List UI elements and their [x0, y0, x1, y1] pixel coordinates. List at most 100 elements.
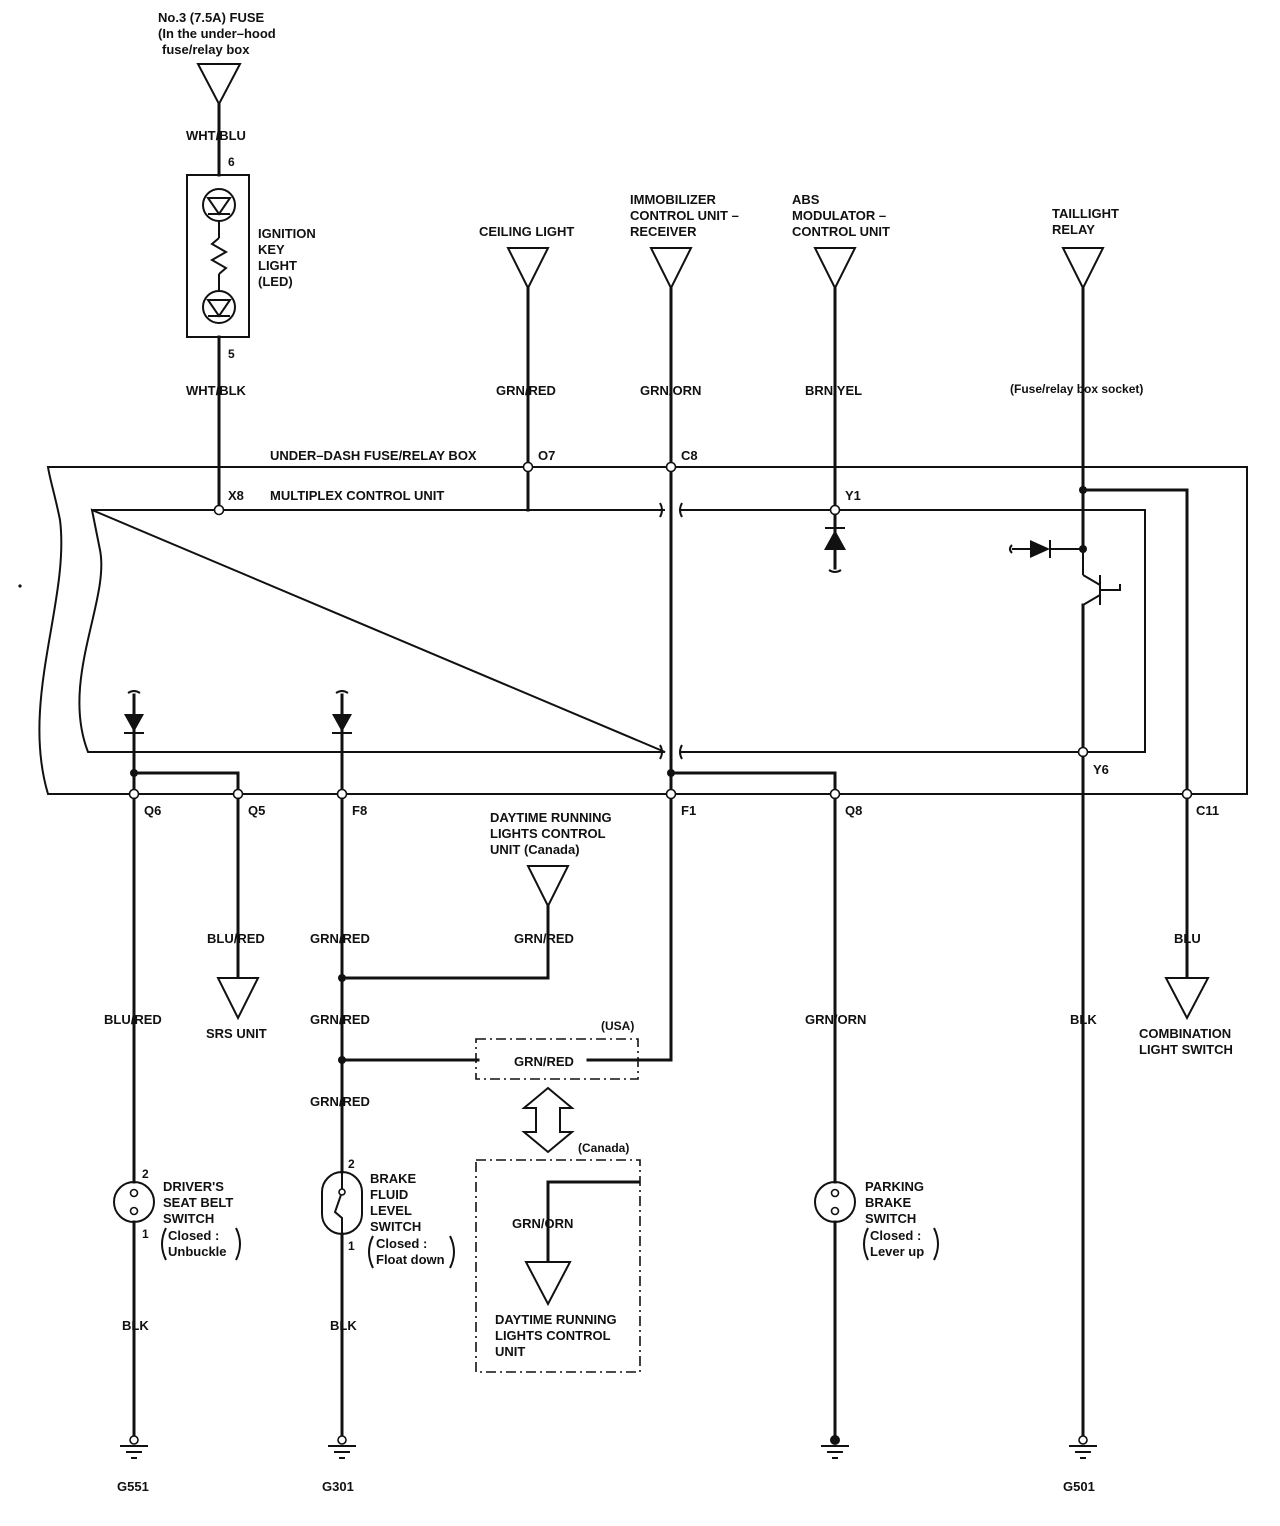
ground-g301-symbol — [328, 1435, 356, 1459]
brake-fluid-label-2: FLUID — [370, 1187, 408, 1202]
seat-belt-state: Unbuckle — [168, 1244, 227, 1259]
drl-canada-connector — [526, 865, 570, 909]
srs-unit-connector — [216, 977, 260, 1021]
terminal-label-x8: X8 — [228, 488, 244, 503]
terminal-c8 — [665, 461, 677, 473]
brake-fluid-pin-1: 1 — [348, 1239, 355, 1253]
wire-label-blk-q6: BLK — [122, 1318, 149, 1333]
terminal-f8 — [336, 788, 348, 800]
brake-fluid-closed: Closed : — [376, 1236, 427, 1251]
ceiling-light-connector — [506, 247, 550, 291]
fuse-relay-box-outline — [38, 466, 1248, 795]
diode-f8 — [332, 690, 352, 796]
seat-belt-pin-2: 2 — [142, 1167, 149, 1181]
ignition-label-3: LIGHT — [258, 258, 297, 273]
terminal-label-y6: Y6 — [1093, 762, 1109, 777]
wire-label-grn-red-drl: GRN/RED — [514, 931, 574, 946]
fuse-label-3: fuse/relay box — [162, 42, 250, 57]
immobilizer-label-3: RECEIVER — [630, 224, 697, 239]
combination-switch-connector — [1164, 977, 1210, 1021]
terminal-label-q8: Q8 — [845, 803, 862, 818]
immobilizer-label-1: IMMOBILIZER — [630, 192, 717, 207]
terminal-x8 — [213, 504, 225, 516]
wire-label-blu-red-q5: BLU/RED — [207, 931, 265, 946]
immobilizer-connector — [649, 247, 693, 291]
abs-label-3: CONTROL UNIT — [792, 224, 890, 239]
combination-switch-label-1: COMBINATION — [1139, 1026, 1231, 1041]
wire-label-brn-yel: BRN/YEL — [805, 383, 862, 398]
wire-q6-q5-bridge — [132, 771, 240, 796]
terminal-y6 — [1077, 746, 1089, 758]
wire-label-blk-y6: BLK — [1070, 1012, 1097, 1027]
abs-label-2: MODULATOR – — [792, 208, 886, 223]
fuse-relay-box-label: UNDER–DASH FUSE/RELAY BOX — [270, 448, 477, 463]
taillight-label-1: TAILLIGHT — [1052, 206, 1119, 221]
seat-belt-switch — [113, 1181, 155, 1223]
ground-g551-label: G551 — [117, 1479, 149, 1494]
wire-label-grn-red-ceiling: GRN/RED — [496, 383, 556, 398]
drl-canada-label-1: DAYTIME RUNNING — [490, 810, 612, 825]
terminal-label-q5: Q5 — [248, 803, 265, 818]
terminal-y1 — [829, 504, 841, 516]
variant-swap-arrow — [521, 1086, 575, 1154]
terminal-label-c11: C11 — [1196, 803, 1219, 818]
ground-parking-brake-symbol — [821, 1435, 849, 1459]
terminal-q8 — [829, 788, 841, 800]
terminal-label-f1: F1 — [681, 803, 696, 818]
wire-label-grn-orn-immob: GRN/ORN — [640, 383, 701, 398]
wire-grn-orn-canada — [546, 1180, 640, 1264]
wire-label-blk-f8: BLK — [330, 1318, 357, 1333]
multiplex-unit-label: MULTIPLEX CONTROL UNIT — [270, 488, 444, 503]
parking-brake-state: Lever up — [870, 1244, 924, 1259]
wire-label-grn-red-usa: GRN/RED — [514, 1054, 574, 1069]
taillight-connector — [1061, 247, 1105, 291]
brake-fluid-parens — [368, 1235, 455, 1269]
ignition-pin-5: 5 — [228, 347, 235, 361]
seat-belt-pin-1: 1 — [142, 1227, 149, 1241]
parking-brake-parens — [863, 1227, 939, 1261]
parking-brake-label-2: BRAKE — [865, 1195, 912, 1210]
ignition-pin-6: 6 — [228, 155, 235, 169]
canada-variant-box — [475, 1159, 641, 1373]
terminal-label-c8: C8 — [681, 448, 698, 463]
usa-variant-label: (USA) — [601, 1019, 634, 1033]
fuse-label-2: (In the under–hood — [158, 26, 276, 41]
drl-unit-label-1: DAYTIME RUNNING — [495, 1312, 617, 1327]
fuse-connector-symbol — [196, 63, 242, 107]
wire-label-wht-blk: WHT/BLK — [186, 383, 247, 398]
ground-g301-label: G301 — [322, 1479, 354, 1494]
crossing-mark-top — [659, 502, 683, 518]
wire-taillight-to-c11 — [1081, 488, 1189, 796]
seat-belt-label-3: SWITCH — [163, 1211, 214, 1226]
seat-belt-closed: Closed : — [168, 1228, 219, 1243]
ceiling-light-label: CEILING LIGHT — [479, 224, 574, 239]
drl-unit-label-2: LIGHTS CONTROL — [495, 1328, 611, 1343]
terminal-q5 — [232, 788, 244, 800]
canada-variant-label: (Canada) — [578, 1141, 629, 1155]
brake-fluid-pin-2: 2 — [348, 1157, 355, 1171]
abs-connector — [813, 247, 857, 291]
drl-unit-connector — [524, 1261, 572, 1307]
ignition-label-1: IGNITION — [258, 226, 316, 241]
wire-label-wht-blu: WHT/BLU — [186, 128, 246, 143]
drl-unit-label-3: UNIT — [495, 1344, 525, 1359]
seat-belt-parens — [161, 1227, 241, 1261]
fuse-relay-socket-note: (Fuse/relay box socket) — [1010, 382, 1143, 396]
terminal-label-q6: Q6 — [144, 803, 161, 818]
multiplex-unit-outline — [78, 508, 1146, 753]
terminal-label-o7: O7 — [538, 448, 555, 463]
drl-canada-label-2: LIGHTS CONTROL — [490, 826, 606, 841]
taillight-transistor — [1009, 540, 1121, 754]
parking-brake-label-3: SWITCH — [865, 1211, 916, 1226]
wire-label-grn-orn-q8: GRN/ORN — [805, 1012, 866, 1027]
wire-label-grn-red-f8: GRN/RED — [310, 931, 370, 946]
terminal-o7 — [522, 461, 534, 473]
brake-fluid-label-1: BRAKE — [370, 1171, 417, 1186]
srs-unit-label: SRS UNIT — [206, 1026, 267, 1041]
wire-label-grn-orn-canada: GRN/ORN — [512, 1216, 573, 1231]
parking-brake-label-1: PARKING — [865, 1179, 924, 1194]
wire-label-grn-red-low: GRN/RED — [310, 1094, 370, 1109]
terminal-f1 — [665, 788, 677, 800]
combination-switch-label-2: LIGHT SWITCH — [1139, 1042, 1233, 1057]
